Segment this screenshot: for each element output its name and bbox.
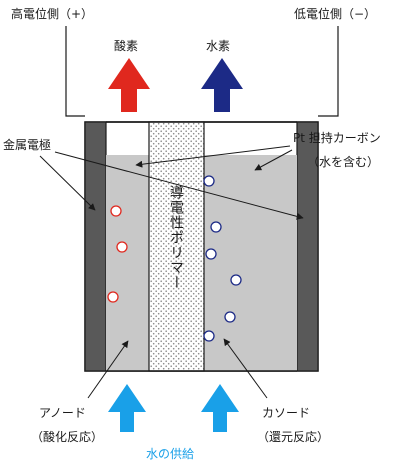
anode-label: アノード (39, 406, 86, 420)
hydrogen-bubble (224, 311, 236, 323)
oxygen-bubble (110, 205, 122, 217)
cathode-note: （還元反応） (257, 430, 329, 444)
hydrogen-bubble (205, 248, 217, 260)
metal-electrode-label: 金属電極 (3, 137, 51, 152)
cathode-pointer (223, 338, 268, 399)
cathode-catalyst-layer (204, 155, 297, 371)
pt-carbon-note: （水を含む） (307, 154, 379, 169)
hydrogen-bubble (230, 274, 242, 286)
water-arrow-anode (108, 384, 146, 432)
anode-note: （酸化反応） (31, 429, 103, 444)
anode-pointer (87, 340, 129, 399)
hydrogen-label: 水素 (206, 39, 230, 53)
oxygen-bubble (107, 291, 119, 303)
metal-electrode-pointer-left (39, 155, 96, 211)
conductive-polymer-membrane (148, 121, 205, 372)
negative-wire (318, 26, 339, 117)
negative-terminal-label: 低電位側（−） (294, 6, 376, 21)
positive-wire (65, 26, 85, 117)
hydrogen-arrow (201, 58, 243, 112)
hydrogen-bubble (210, 221, 222, 233)
metal-electrode-pointer-right (54, 151, 304, 220)
water-supply-label: 水の供給 (146, 447, 194, 461)
oxygen-bubble (116, 241, 128, 253)
cathode-hydrogen-bubbles (203, 175, 242, 342)
pt-carbon-pointer-cathode (254, 149, 293, 171)
anode-oxygen-bubbles (107, 205, 128, 303)
water-arrow-cathode (201, 384, 239, 432)
positive-terminal-label: 高電位側（+） (11, 6, 93, 21)
oxygen-arrow (108, 58, 150, 112)
cathode-label: カソード (262, 406, 310, 420)
hydrogen-bubble (203, 175, 215, 187)
pt-carbon-pointer-anode (135, 145, 291, 168)
anode-metal-electrode (84, 121, 107, 372)
anode-catalyst-layer (106, 155, 149, 371)
hydrogen-bubble (203, 330, 215, 342)
oxygen-label: 酸素 (114, 38, 138, 53)
pt-carbon-label: Pt 担持カーボン (293, 130, 381, 145)
polymer-label: 導電性ポリマー (168, 185, 184, 290)
